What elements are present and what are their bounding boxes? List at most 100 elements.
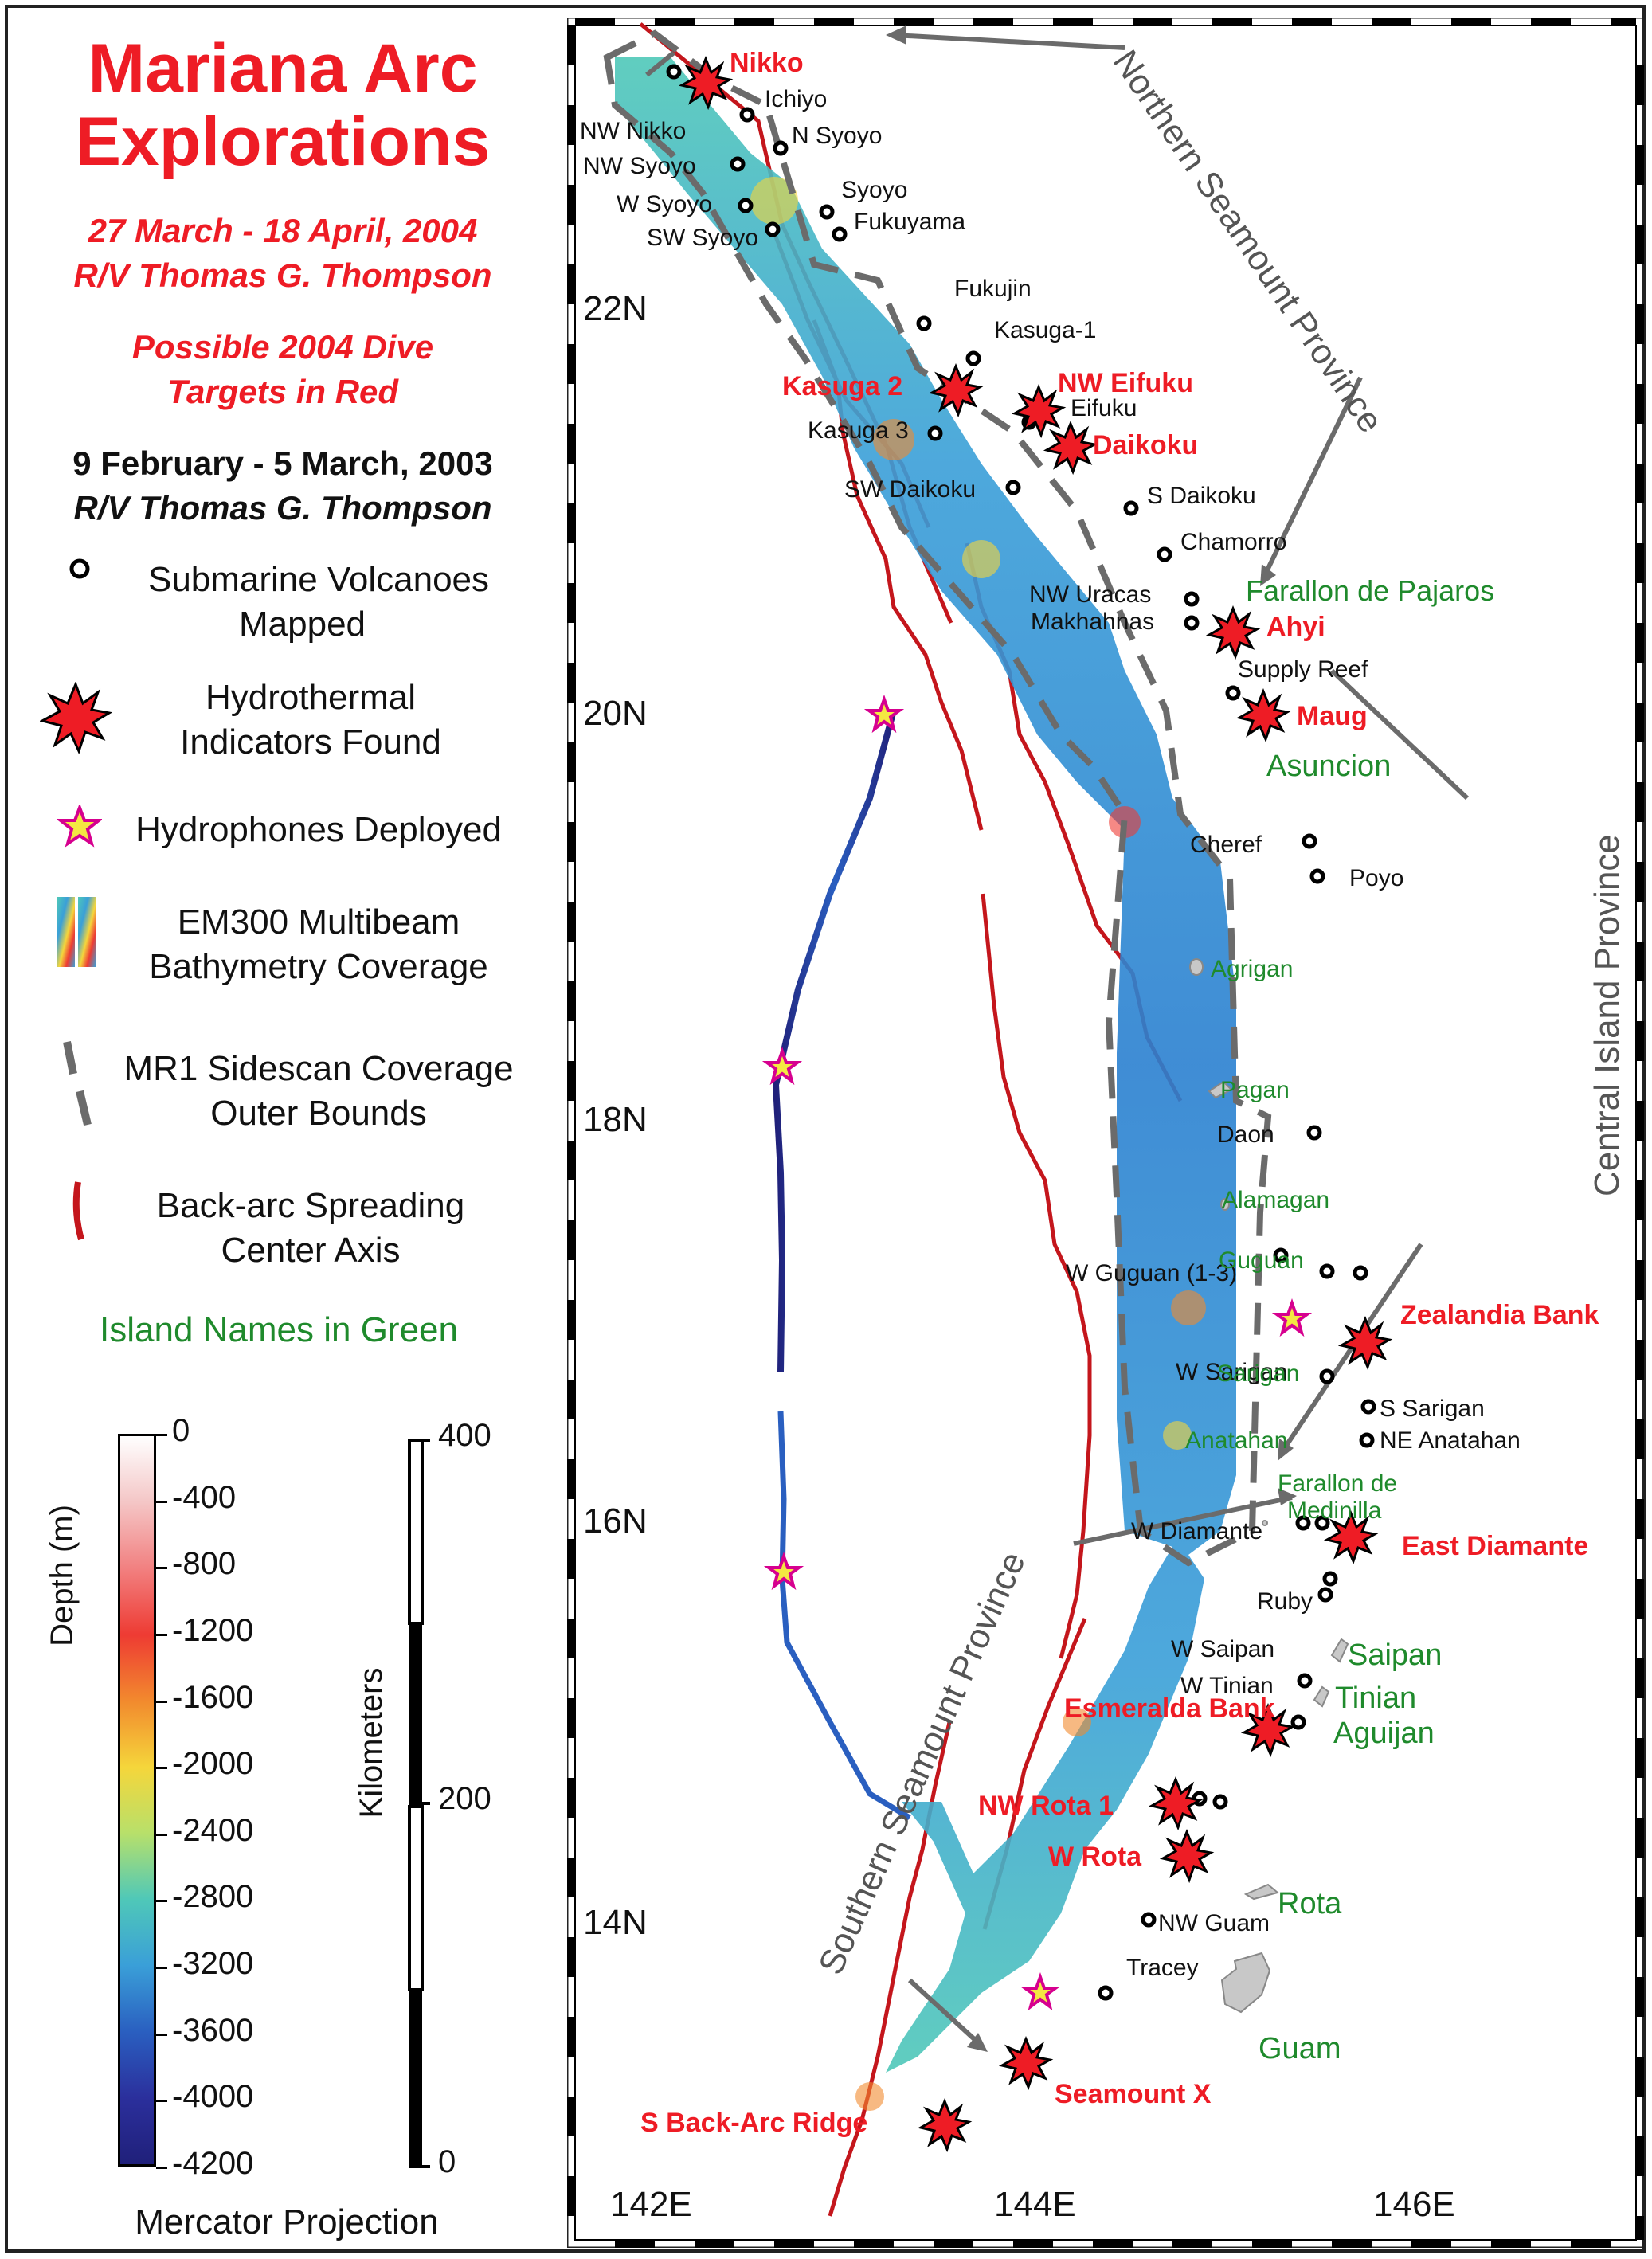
graticule-segment <box>1053 18 1093 25</box>
colorbar-tick-label: -2400 <box>172 1812 254 1848</box>
legend-hydrothermal-line2: Indicators Found <box>180 722 441 761</box>
sidescan-dash-icon <box>63 1041 92 1126</box>
map-label: Farallon de Pajaros <box>1246 574 1494 607</box>
graticule-segment <box>1172 2240 1212 2248</box>
axis-ticks: 22N 20N 18N 16N 14N 142E 144E 146E <box>583 289 1455 2224</box>
colorbar-tick-label: -400 <box>172 1479 237 1515</box>
colorbar-tick <box>156 1833 167 1836</box>
map-label: Poyo <box>1349 865 1403 891</box>
map-label: W Tinian <box>1180 1673 1274 1699</box>
graticule-segment <box>894 18 934 25</box>
target-seamount-x: Seamount X <box>1055 2079 1212 2109</box>
colorbar-tick <box>156 1700 167 1703</box>
graticule-segment <box>567 2176 575 2216</box>
graticule-segment <box>1636 1340 1644 1380</box>
graticule-segment <box>575 18 615 25</box>
legend-hydrophones: Hydrophones Deployed <box>135 810 502 849</box>
graticule-segment <box>567 1619 575 1658</box>
map-label: SW Syoyo <box>647 225 758 251</box>
graticule-segment <box>655 18 695 25</box>
target-w-rota: W Rota <box>1048 1842 1142 1872</box>
colorbar-tick <box>156 1633 167 1636</box>
graticule-segment <box>1093 2240 1133 2248</box>
cruise-2004-dates: 27 March - 18 April, 2004 <box>88 212 478 249</box>
graticule-segment <box>567 663 575 703</box>
graticule-segment <box>1636 65 1644 105</box>
lat-20N: 20N <box>583 694 648 733</box>
colorbar-axis-label: Depth (m) <box>45 1505 80 1646</box>
map-label: Pagan <box>1220 1077 1290 1103</box>
colorbar-tick-label: 0 <box>172 1413 190 1448</box>
legend-hydrothermal-line1: Hydrothermal <box>205 678 417 717</box>
map-label: S Daikoku <box>1147 483 1256 509</box>
graticule-segment <box>1636 623 1644 663</box>
island-labels: Farallon de Pajaros Asuncion Agrigan Pag… <box>1185 574 1494 2065</box>
graticule-segment <box>1636 384 1644 424</box>
multibeam-swatch-icon <box>57 897 96 967</box>
projection-label: Mercator Projection <box>135 2202 439 2241</box>
province-arrows <box>645 25 1470 2052</box>
graticule-segment <box>1571 2240 1611 2248</box>
map-frame <box>5 5 1646 2253</box>
lat-16N: 16N <box>583 1501 648 1541</box>
lon-146E: 146E <box>1373 2185 1455 2224</box>
map-label: Anatahan <box>1185 1427 1287 1454</box>
graticule-segment <box>1636 1977 1644 2017</box>
graticule-segment <box>695 2240 734 2248</box>
map-label: Tinian <box>1335 1682 1416 1715</box>
colorbar-tick-label: -800 <box>172 1546 237 1582</box>
map-label: NW Nikko <box>580 118 686 144</box>
colorbar-tick-label: -2800 <box>172 1879 254 1915</box>
colorbar-tick-label: -4200 <box>172 2146 254 2181</box>
graticule-segment <box>1013 2240 1053 2248</box>
colorbar-tick <box>156 2033 167 2036</box>
province-central: Central Island Province <box>1587 834 1627 1196</box>
legend-sidescan-line1: MR1 Sidescan Coverage <box>123 1049 514 1088</box>
map-label: Chamorro <box>1180 529 1286 555</box>
map-label: Eifuku <box>1071 395 1137 421</box>
target-ahyi: Ahyi <box>1266 612 1325 642</box>
graticule-segment <box>1636 1021 1644 1061</box>
targets-note-line1: Possible 2004 Dive <box>131 328 434 366</box>
track-back-arc <box>772 709 897 1372</box>
graticule-segment <box>1636 2057 1644 2097</box>
graticule-segment <box>1636 1419 1644 1459</box>
map-label: Asuncion <box>1266 750 1391 783</box>
lat-18N: 18N <box>583 1100 648 1139</box>
map-label: Fukuyama <box>854 209 965 235</box>
lon-142E: 142E <box>610 2185 692 2224</box>
map-label: Saipan <box>1348 1638 1442 1672</box>
graticule-segment <box>734 18 774 25</box>
colorbar-tick <box>156 1900 167 1903</box>
target-esmeralda: Esmeralda Bank <box>1064 1693 1275 1724</box>
map-panel: Northern Seamount Province Central Islan… <box>567 18 1644 2248</box>
scalebar-tick-400: 400 <box>438 1418 491 1453</box>
graticule-segment <box>1451 18 1491 25</box>
graticule-segment <box>567 902 575 942</box>
target-nikko: Nikko <box>730 48 804 78</box>
map-label: Guam <box>1259 2032 1341 2065</box>
graticule-segment <box>1636 2136 1644 2176</box>
graticule-segment <box>567 1141 575 1180</box>
graticule-segment <box>567 981 575 1021</box>
graticule-segment <box>1636 1658 1644 1698</box>
hydrothermal-star-icon <box>40 682 112 754</box>
graticule-segment <box>567 1061 575 1101</box>
map-label: S Sarigan <box>1380 1396 1485 1422</box>
graticule-segment <box>1636 942 1644 981</box>
map-border <box>567 18 1644 2248</box>
lon-144E: 144E <box>994 2185 1076 2224</box>
graticule-segment <box>1332 2240 1372 2248</box>
graticule-segment <box>567 822 575 862</box>
colorbar-tick-label: -3600 <box>172 2012 254 2048</box>
graticule-segment <box>567 1380 575 1419</box>
graticule-segment <box>1636 1579 1644 1619</box>
map-label: Medinilla <box>1287 1498 1382 1524</box>
map-label: Alamagan <box>1222 1187 1329 1213</box>
cruise-2004-vessel: R/V Thomas G. Thompson <box>73 256 492 294</box>
legend-panel: Mariana Arc Explorations 27 March - 18 A… <box>8 8 558 2246</box>
graticule-segment <box>567 1459 575 1499</box>
graticule-segment <box>1372 18 1411 25</box>
map-label: W Syoyo <box>617 191 712 217</box>
graticule-segment <box>567 1220 575 1260</box>
